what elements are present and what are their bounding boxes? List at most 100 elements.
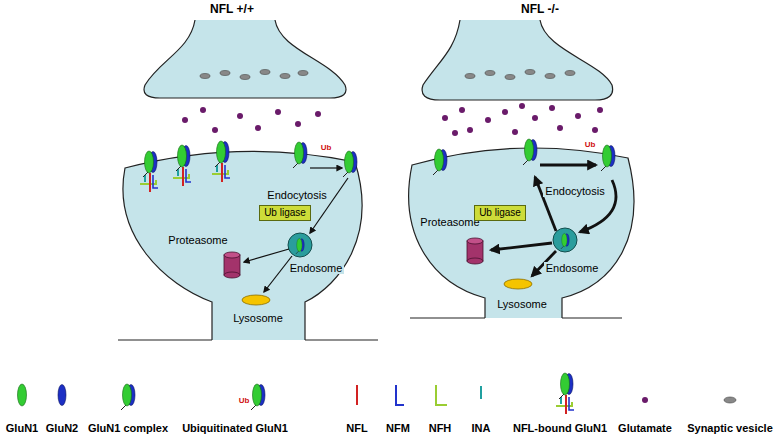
organelle-label: Endosome [288,262,345,275]
nfl-bound-receptor [212,163,230,182]
nfl-bound-receptor [143,151,157,177]
proteasome [224,252,240,278]
enzyme-box: Ub ligase [474,205,526,221]
presynaptic-bouton [144,20,346,98]
nfl-bound-receptor [140,141,230,192]
glutamate-dot [200,107,206,113]
synaptic-vesicle [545,74,555,79]
glutamate-dot [182,117,188,123]
dendritic-spine [409,148,634,318]
glun1-complex [433,139,615,175]
legend-label: GluN1 complex [88,422,168,435]
synaptic-vesicle [240,75,250,80]
legend-icon [642,397,648,403]
legend-label: NFL-bound GluN1 [513,422,607,435]
legend-icon [356,385,358,405]
legend-icon [480,386,482,399]
legend-icon [251,384,265,410]
endosome [296,238,304,254]
dendritic-spine [409,148,634,318]
endosome [553,228,577,252]
synaptic-vesicle [200,70,308,80]
legend-icon [18,373,737,414]
glutamate-dot [549,105,555,111]
dendritic-spine [410,317,622,318]
enzyme-name: Ub ligase [479,207,521,219]
lysosome [242,295,270,305]
glutamate-dot [597,107,603,113]
proteasome [224,252,240,258]
presynaptic-bouton [422,20,613,100]
organelle-label: Proteasome [166,234,229,247]
presynaptic-bouton [422,20,613,100]
dendritic-spine [123,151,362,340]
synaptic-vesicle [525,70,535,75]
glutamate-dot [212,127,218,133]
panel-title: NFL -/- [521,3,559,17]
synaptic-vesicle [485,71,495,76]
legend-label: NFM [386,422,410,435]
dendritic-spine [118,151,378,340]
glutamate-dot [295,121,301,127]
synaptic-vesicle [220,71,230,76]
legend-label: GluN2 [46,422,78,435]
proteasome [224,272,240,278]
organelle-label: Lysosome [495,298,549,311]
legend-label: INA [472,422,491,435]
nfl-bound-receptor [176,145,190,171]
synaptic-vesicle [200,74,210,79]
legend-icon [121,384,135,410]
glutamate-dot [459,107,465,113]
glutamate-dot [315,111,321,117]
glutamate-dot [592,127,598,133]
lysosome [242,295,270,305]
trafficking-arrow [310,178,348,233]
glutamate-dot [557,125,563,131]
enzyme-name: Ub ligase [264,207,306,219]
glutamate-dot [442,103,603,136]
glutamate-dot [485,117,491,123]
glun1-complex [293,142,357,177]
dendritic-spine [118,339,378,340]
organelle-label: Endosome [544,262,601,275]
glutamate-dot [237,113,243,119]
glun1-complex [523,139,537,165]
presynaptic-bouton [422,20,613,100]
enzyme-box: Ub ligase [259,205,311,221]
dendritic-spine [123,151,362,340]
legend-label: Ubiquitinated GluN1 [182,422,288,435]
proteasome [467,258,483,264]
legend-icon [58,385,66,406]
legend-icon [556,395,574,414]
legend-icon [559,373,573,399]
legend-label: NFH [429,422,452,435]
proteasome [467,238,483,244]
endosome [288,233,312,257]
legend-label: Synaptic vesicle [687,422,773,435]
glutamate-dot [452,130,458,136]
glun1-complex [601,145,615,171]
synaptic-vesicle [465,74,475,79]
presynaptic-bouton [144,20,346,98]
glutamate-dot [519,103,525,109]
glutamate-dot [255,125,261,131]
glutamate-dot [275,109,281,115]
process-label: Endocytosis [265,189,328,202]
endosome [561,233,569,249]
legend-label: NFL [346,422,367,435]
synaptic-vesicle [280,74,290,79]
endosome [553,228,577,252]
dendritic-spine [409,148,634,318]
legend-icon [724,397,736,403]
ub-tag: Ub [321,143,332,152]
glun1-complex [433,149,447,175]
synaptic-vesicle [298,71,308,76]
glutamate-dot [442,115,448,121]
nfl-bound-receptor [140,173,158,192]
lysosome [504,279,532,289]
legend-label: Glutamate [618,422,672,435]
glutamate-dot [575,113,581,119]
glun1-complex [293,142,307,168]
glutamate-dot [182,107,321,133]
panel-title: NFL +/+ [210,3,254,17]
